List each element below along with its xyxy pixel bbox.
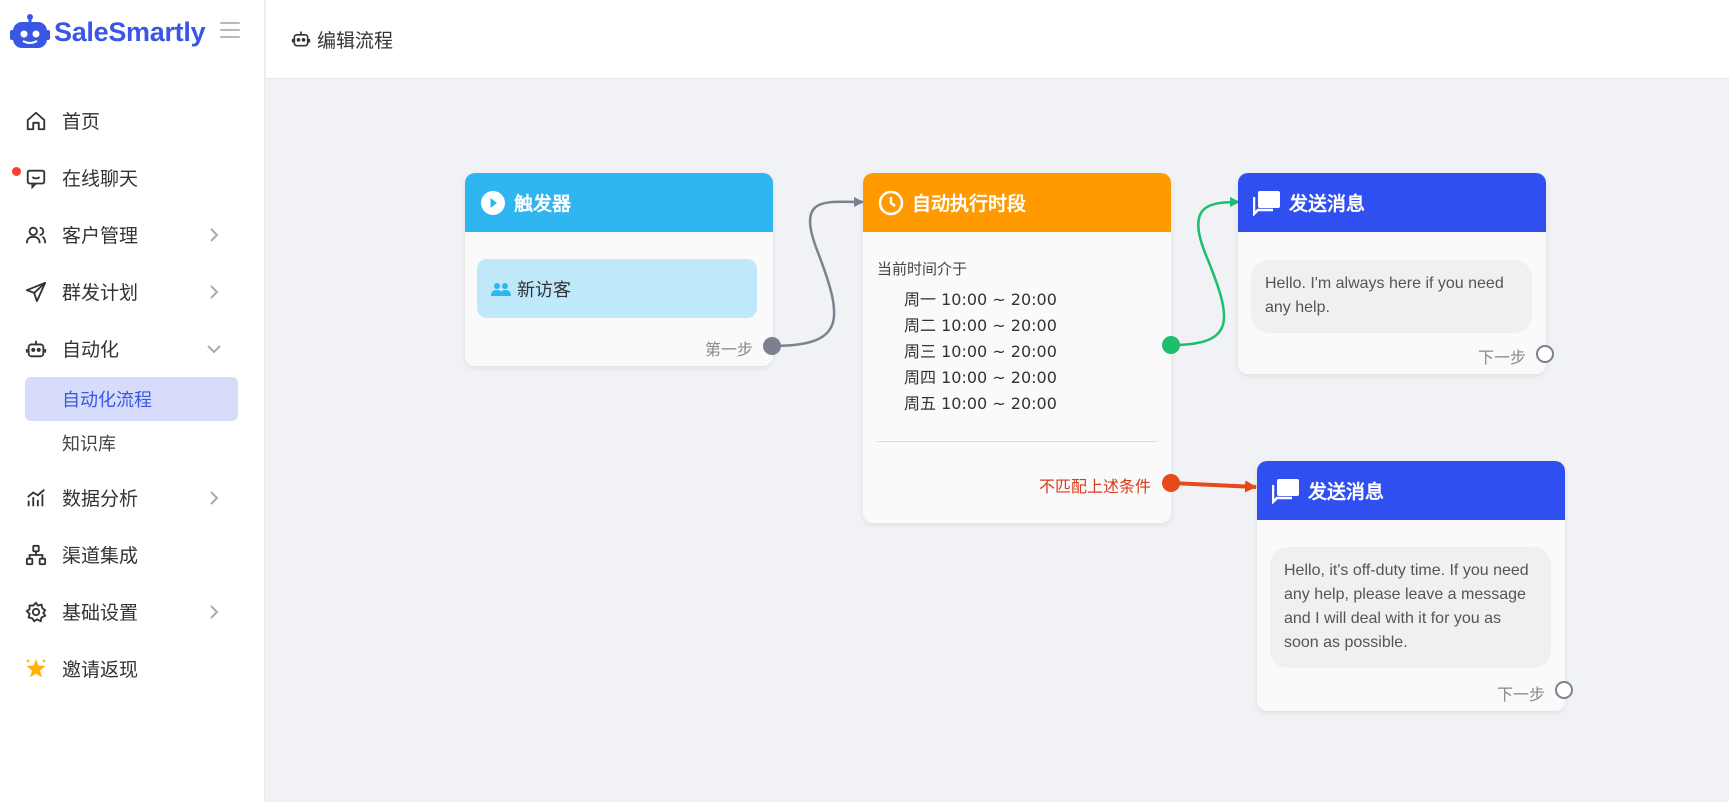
chevron-right-icon <box>210 604 219 619</box>
flow-edges <box>771 196 1257 493</box>
trigger-node[interactable]: 触发器 新访客 第一步 <box>465 173 781 366</box>
sidebar-item-integrations[interactable]: 渠道集成 <box>0 526 264 583</box>
sidebar-item-label: 群发计划 <box>62 282 139 304</box>
next-step-label: 下一步 <box>1496 685 1545 704</box>
sidebar-item-chat[interactable]: 在线聊天 <box>0 149 264 206</box>
sidebar-item-label: 自动化 <box>62 339 120 361</box>
sidebar-item-label: 在线聊天 <box>62 168 139 190</box>
sidebar: SaleSmartly 首页 在线聊天 客户管理 <box>0 0 265 802</box>
chevron-right-icon <box>210 490 219 505</box>
sidebar-item-automation[interactable]: 自动化 <box>0 320 264 377</box>
trigger-condition-label: 新访客 <box>517 279 571 301</box>
flow-canvas[interactable]: 触发器 新访客 第一步 自动执行时段 当前时间介于 周一 10:00 ~ 20:… <box>266 80 1729 802</box>
sidebar-item-label: 邀请返现 <box>62 659 139 681</box>
message-2-text[interactable]: Hello, it's off-duty time. If you need a… <box>1270 547 1551 668</box>
robot-icon <box>291 31 311 47</box>
message-1-text[interactable]: Hello. I'm always here if you need any h… <box>1251 260 1532 333</box>
message-node-1-title: 发送消息 <box>1289 193 1366 215</box>
page-title: 编辑流程 <box>317 29 394 52</box>
trigger-node-header: 触发器 <box>465 173 773 232</box>
sidebar-subitem-knowledge-base[interactable]: 知识库 <box>62 434 116 455</box>
robot-logo-icon <box>10 14 50 48</box>
schedule-time-item: 周三 10:00 ~ 20:00 <box>904 342 1057 361</box>
nomatch-label: 不匹配上述条件 <box>1038 477 1151 496</box>
sidebar-item-label: 首页 <box>62 111 101 133</box>
sidebar-item-analytics[interactable]: 数据分析 <box>0 469 264 526</box>
logo[interactable]: SaleSmartly <box>10 14 206 50</box>
sidebar-item-settings[interactable]: 基础设置 <box>0 583 264 640</box>
message-node-2[interactable]: 发送消息 Hello, it's off-duty time. If you n… <box>1257 461 1573 711</box>
message-icon <box>1253 190 1281 216</box>
schedule-divider <box>877 441 1157 442</box>
menu-toggle-icon[interactable] <box>220 22 240 43</box>
chevron-down-icon <box>207 344 221 353</box>
sidebar-item-broadcast[interactable]: 群发计划 <box>0 263 264 320</box>
chevron-right-icon <box>210 284 219 299</box>
play-icon <box>480 190 506 216</box>
edge-trigger-to-schedule[interactable] <box>771 196 864 348</box>
schedule-match-output-port[interactable] <box>1162 336 1180 354</box>
sidebar-item-label: 渠道集成 <box>62 545 139 567</box>
schedule-node-header: 自动执行时段 <box>863 173 1171 232</box>
users-icon <box>24 223 48 247</box>
schedule-time-item: 周四 10:00 ~ 20:00 <box>904 368 1057 387</box>
schedule-intro: 当前时间介于 <box>877 260 968 278</box>
notification-dot <box>12 167 21 176</box>
chevron-right-icon <box>210 227 219 242</box>
message-node-2-title: 发送消息 <box>1308 481 1385 503</box>
message-icon <box>1272 478 1300 504</box>
edge-schedule-to-message1[interactable] <box>1170 197 1240 347</box>
trigger-condition-chip[interactable]: 新访客 <box>477 259 757 318</box>
next-step-label: 下一步 <box>1477 348 1526 367</box>
page-header: 编辑流程 <box>266 0 1729 79</box>
trigger-output-port[interactable] <box>763 337 781 355</box>
sidebar-subitem-automation-flow[interactable]: 自动化流程 <box>25 377 238 421</box>
schedule-node[interactable]: 自动执行时段 当前时间介于 周一 10:00 ~ 20:00 周二 10:00 … <box>863 173 1180 523</box>
edge-schedule-to-message2[interactable] <box>1170 480 1257 493</box>
sidebar-item-label: 客户管理 <box>62 225 139 247</box>
schedule-time-item: 周二 10:00 ~ 20:00 <box>904 316 1057 335</box>
home-icon <box>24 109 48 133</box>
sidebar-nav: 首页 在线聊天 客户管理 群发计划 自动化 <box>0 92 264 697</box>
message-node-2-header: 发送消息 <box>1257 461 1565 520</box>
sidebar-item-label: 基础设置 <box>62 602 139 624</box>
schedule-node-title: 自动执行时段 <box>912 193 1027 215</box>
schedule-time-item: 周一 10:00 ~ 20:00 <box>904 290 1057 309</box>
integration-icon <box>24 543 48 567</box>
chat-icon <box>24 166 48 190</box>
robot-icon <box>24 337 48 361</box>
send-icon <box>24 280 48 304</box>
sidebar-item-referral[interactable]: 邀请返现 <box>0 640 264 697</box>
message-node-1[interactable]: 发送消息 Hello. I'm always here if you need … <box>1238 173 1554 374</box>
sidebar-item-home[interactable]: 首页 <box>0 92 264 149</box>
trigger-node-title: 触发器 <box>514 193 572 215</box>
message-2-output-port[interactable] <box>1555 681 1573 699</box>
clock-icon <box>878 190 904 216</box>
schedule-time-item: 周五 10:00 ~ 20:00 <box>904 394 1057 413</box>
schedule-time-list: 周一 10:00 ~ 20:00 周二 10:00 ~ 20:00 周三 10:… <box>904 287 1057 417</box>
sidebar-item-customers[interactable]: 客户管理 <box>0 206 264 263</box>
message-1-output-port[interactable] <box>1536 345 1554 363</box>
gear-icon <box>24 600 48 624</box>
chart-icon <box>24 486 48 510</box>
sidebar-item-label: 数据分析 <box>62 488 139 510</box>
visitors-icon <box>491 282 511 296</box>
brand-name: SaleSmartly <box>54 16 206 47</box>
schedule-nomatch-output-port[interactable] <box>1162 474 1180 492</box>
message-node-1-header: 发送消息 <box>1238 173 1546 232</box>
star-icon <box>24 657 48 681</box>
first-step-label: 第一步 <box>704 340 753 359</box>
